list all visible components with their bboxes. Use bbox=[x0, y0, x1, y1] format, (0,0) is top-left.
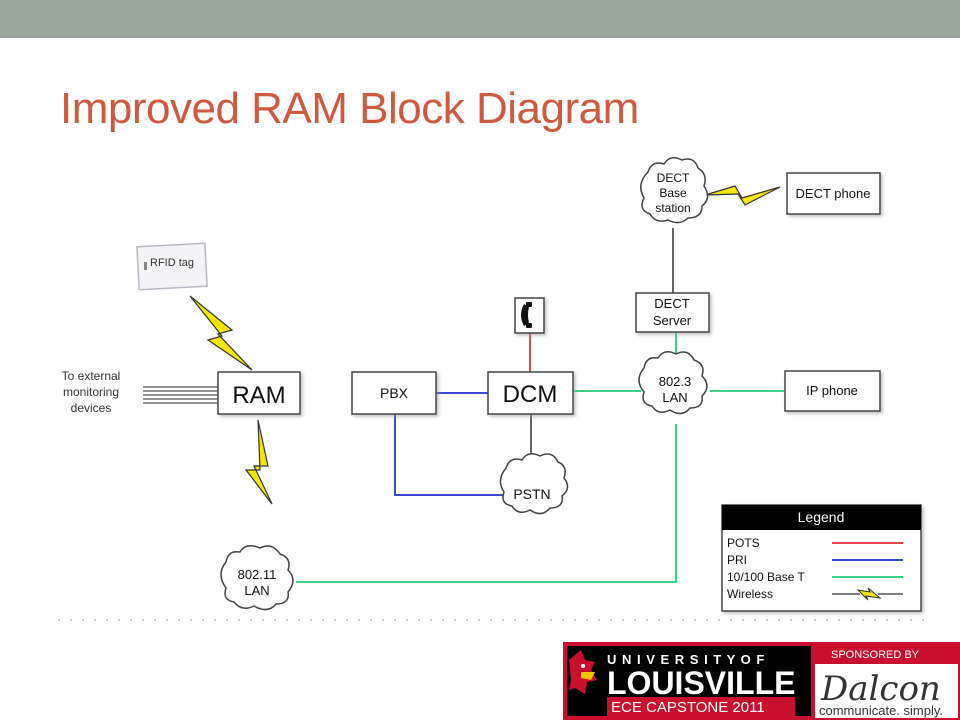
ram-block: RAM bbox=[217, 371, 301, 415]
pri-line-pbx-pstn bbox=[394, 414, 506, 496]
lan-80211-cloud: 802.11 LAN bbox=[220, 545, 294, 611]
svg-text:802.11: 802.11 bbox=[238, 567, 277, 582]
svg-text:monitoring: monitoring bbox=[63, 385, 119, 399]
pbx-block: PBX bbox=[351, 371, 437, 415]
dect-phone-label: DECT phone bbox=[796, 186, 871, 201]
wireless-links bbox=[189, 185, 781, 505]
rfid-tag-label: RFID tag bbox=[150, 257, 194, 269]
cardinal-logo-icon bbox=[569, 650, 597, 694]
svg-text:LAN: LAN bbox=[662, 390, 687, 405]
footer-logo-banner: U N I V E R S I T Y O F LOUISVILLE ECE C… bbox=[563, 642, 960, 720]
rfid-tag: RFID tag bbox=[136, 242, 208, 291]
capstone-label: ECE CAPSTONE 2011 bbox=[611, 699, 765, 716]
svg-text:Server: Server bbox=[653, 313, 692, 328]
svg-text:station: station bbox=[655, 201, 690, 215]
ram-label: RAM bbox=[232, 382, 285, 409]
sponsor-tagline: communicate. simply. bbox=[819, 703, 943, 718]
legend-title: Legend bbox=[798, 509, 845, 525]
pstn-cloud: PSTN bbox=[499, 453, 569, 515]
svg-text:To external: To external bbox=[62, 369, 121, 383]
dect-base-station-cloud: DECT Base station bbox=[640, 157, 709, 224]
slide-title: Improved RAM Block Diagram bbox=[60, 84, 639, 133]
legend: Legend POTS PRI 10/100 Base T Wireless bbox=[721, 504, 922, 612]
dcm-block: DCM bbox=[487, 371, 574, 415]
sponsored-by-label: SPONSORED BY bbox=[831, 649, 920, 661]
svg-text:LAN: LAN bbox=[244, 583, 269, 598]
telephone-icon bbox=[514, 297, 545, 334]
wireless-bolt-rfid bbox=[189, 295, 253, 371]
legend-label-pri: PRI bbox=[727, 553, 747, 567]
dcm-label: DCM bbox=[503, 381, 558, 408]
external-devices-label: To external monitoring devices bbox=[62, 369, 121, 415]
university-of-label: U N I V E R S I T Y O F bbox=[607, 652, 765, 667]
svg-text:devices: devices bbox=[71, 401, 112, 415]
svg-text:802.3: 802.3 bbox=[659, 374, 692, 389]
legend-swatch-wireless bbox=[832, 587, 903, 601]
ip-phone-block: IP phone bbox=[784, 370, 881, 412]
louisville-label: LOUISVILLE bbox=[607, 665, 795, 701]
wireless-bolt-wifi bbox=[244, 419, 273, 505]
sponsor-logo-panel bbox=[815, 664, 958, 718]
legend-label-pots: POTS bbox=[727, 536, 760, 550]
svg-text:DECT: DECT bbox=[657, 171, 690, 185]
connection-lines bbox=[143, 228, 784, 583]
svg-text:DECT: DECT bbox=[654, 296, 689, 311]
sponsor-name: Dalcon bbox=[820, 669, 941, 709]
pbx-label: PBX bbox=[380, 385, 409, 401]
wireless-bolt-dect bbox=[704, 185, 781, 206]
ethernet-line-wifi-lan bbox=[296, 424, 677, 583]
dect-server-block: DECT Server bbox=[635, 292, 710, 333]
ip-phone-label: IP phone bbox=[806, 383, 858, 398]
legend-label-wireless: Wireless bbox=[727, 587, 773, 601]
top-bar bbox=[0, 0, 960, 38]
pstn-label: PSTN bbox=[513, 486, 550, 502]
dect-phone-block: DECT phone bbox=[786, 172, 881, 215]
svg-text:Base: Base bbox=[659, 186, 687, 200]
legend-label-ethernet: 10/100 Base T bbox=[727, 570, 806, 584]
lan-8023-cloud: 802.3 LAN bbox=[638, 351, 708, 415]
